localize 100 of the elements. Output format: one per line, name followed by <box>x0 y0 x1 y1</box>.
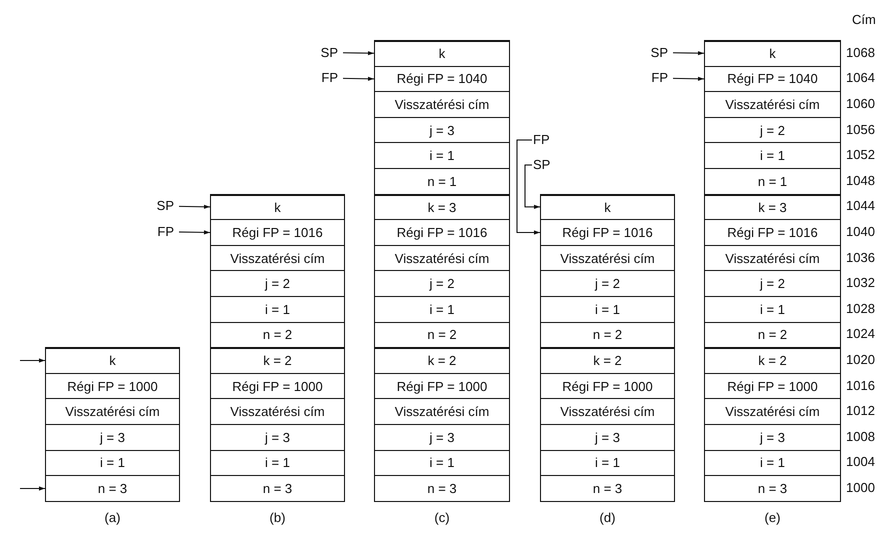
pointer-label: SP <box>644 44 668 61</box>
address-label: 1012 <box>846 403 875 420</box>
stack-cell: i = 1 <box>45 450 180 476</box>
stack-cell: i = 1 <box>704 296 841 323</box>
stack-cell: n = 3 <box>374 475 510 502</box>
address-label: 1036 <box>846 250 875 266</box>
pointer-arrow <box>178 230 210 234</box>
stack-cell: Visszatérési cím <box>540 398 675 425</box>
stack-cell: i = 1 <box>704 142 841 169</box>
address-label: 1052 <box>846 147 875 164</box>
pointer-arrow <box>178 204 210 209</box>
pointer-label: FP <box>150 224 174 240</box>
stack-cell: j = 2 <box>540 270 675 297</box>
stack-cell: n = 3 <box>540 475 675 502</box>
pointer-label: FP <box>314 70 338 86</box>
stack-cell: k = 2 <box>540 347 675 374</box>
panel-caption: (d) <box>598 510 616 526</box>
pointer-arrow <box>20 486 46 491</box>
pointer-arrow <box>672 51 704 56</box>
stack-cell: n = 1 <box>704 168 841 195</box>
stack-cell: Visszatérési cím <box>704 91 841 118</box>
stack-cell: Visszatérési cím <box>374 398 510 425</box>
stack-cell: n = 3 <box>210 475 345 502</box>
stack-cell: Visszatérési cím <box>45 398 180 425</box>
stack-cell: Régi FP = 1040 <box>374 66 510 92</box>
stack-cell: j = 3 <box>540 424 675 451</box>
stack-cell: j = 2 <box>704 116 841 144</box>
stack-cell: Visszatérési cím <box>704 398 841 425</box>
stack-cell: Visszatérési cím <box>210 398 345 425</box>
stack-cell: j = 2 <box>374 270 510 297</box>
address-label: 1064 <box>846 70 875 86</box>
address-label: 1048 <box>846 172 875 189</box>
stack-cell: i = 1 <box>540 296 675 323</box>
stack-cell: k <box>210 194 345 220</box>
stack-cell: i = 1 <box>374 450 510 476</box>
stack-cell: k <box>704 40 841 67</box>
stack-cell: Visszatérési cím <box>210 244 345 272</box>
pointer-arrow <box>516 140 540 235</box>
address-label: 1040 <box>846 224 875 240</box>
stack-cell: i = 1 <box>210 296 345 323</box>
address-label: 1008 <box>846 428 875 445</box>
stack-cell: Régi FP = 1016 <box>704 219 841 246</box>
stack-cell: k = 3 <box>704 194 841 220</box>
stack-cell: j = 3 <box>704 424 841 451</box>
pointer-arrow <box>342 51 374 56</box>
stack-cell: k = 2 <box>374 347 510 374</box>
stack-cell: j = 3 <box>374 424 510 451</box>
stack-cell: Régi FP = 1000 <box>210 372 345 400</box>
stack-cell: k <box>374 40 510 67</box>
stack-cell: Régi FP = 1000 <box>45 372 180 400</box>
stack-cell: i = 1 <box>704 450 841 476</box>
address-label: 1056 <box>846 122 875 138</box>
stack-cell: n = 1 <box>374 168 510 195</box>
address-label: 1028 <box>846 300 875 317</box>
pointer-label: SP <box>533 157 553 173</box>
address-label: 1024 <box>846 326 875 342</box>
panel-caption: (b) <box>268 510 286 526</box>
address-label: 1000 <box>846 480 875 496</box>
stack-cell: Régi FP = 1000 <box>540 372 675 400</box>
stack-cell: k = 2 <box>704 347 841 374</box>
pointer-arrow <box>20 358 46 363</box>
stack-cell: Visszatérési cím <box>704 244 841 272</box>
pointer-arrow <box>672 76 704 81</box>
stack-cell: n = 2 <box>210 322 345 348</box>
pointer-label: FP <box>533 132 553 148</box>
stack-cell: j = 2 <box>210 270 345 297</box>
stack-cell: j = 3 <box>374 116 510 144</box>
stack-cell: i = 1 <box>210 450 345 476</box>
panel-caption: (e) <box>764 510 782 526</box>
stack-cell: Régi FP = 1016 <box>210 219 345 246</box>
stack-cell: i = 1 <box>540 450 675 476</box>
address-label: 1032 <box>846 275 875 292</box>
stack-cell: Visszatérési cím <box>374 244 510 272</box>
stack-cell: j = 2 <box>704 270 841 297</box>
stack-cell: i = 1 <box>374 296 510 323</box>
pointer-label: FP <box>644 70 668 86</box>
stack-cell: n = 2 <box>704 322 841 348</box>
stack-cell: k = 2 <box>210 347 345 374</box>
stack-cell: k <box>45 347 180 374</box>
pointer-label: SP <box>150 198 174 214</box>
stack-cell: k = 3 <box>374 194 510 220</box>
stack-cell: n = 2 <box>374 322 510 348</box>
address-label: 1068 <box>846 44 875 61</box>
address-label: 1004 <box>846 454 875 470</box>
stack-cell: Régi FP = 1000 <box>374 372 510 400</box>
stack-cell: j = 3 <box>210 424 345 451</box>
stack-cell: Régi FP = 1016 <box>540 219 675 246</box>
address-label: 1016 <box>846 378 875 394</box>
stack-cell: n = 2 <box>540 322 675 348</box>
stack-cell: Régi FP = 1040 <box>704 66 841 92</box>
stack-cell: Régi FP = 1016 <box>374 219 510 246</box>
stack-cell: Visszatérési cím <box>540 244 675 272</box>
stack-cell: i = 1 <box>374 142 510 169</box>
column-heading: Cím <box>852 12 876 28</box>
pointer-arrow <box>524 164 540 209</box>
stack-cell: n = 3 <box>704 475 841 502</box>
pointer-label: SP <box>314 44 338 61</box>
stack-cell: Visszatérési cím <box>374 91 510 118</box>
address-label: 1044 <box>846 198 875 214</box>
panel-caption: (a) <box>104 510 122 526</box>
